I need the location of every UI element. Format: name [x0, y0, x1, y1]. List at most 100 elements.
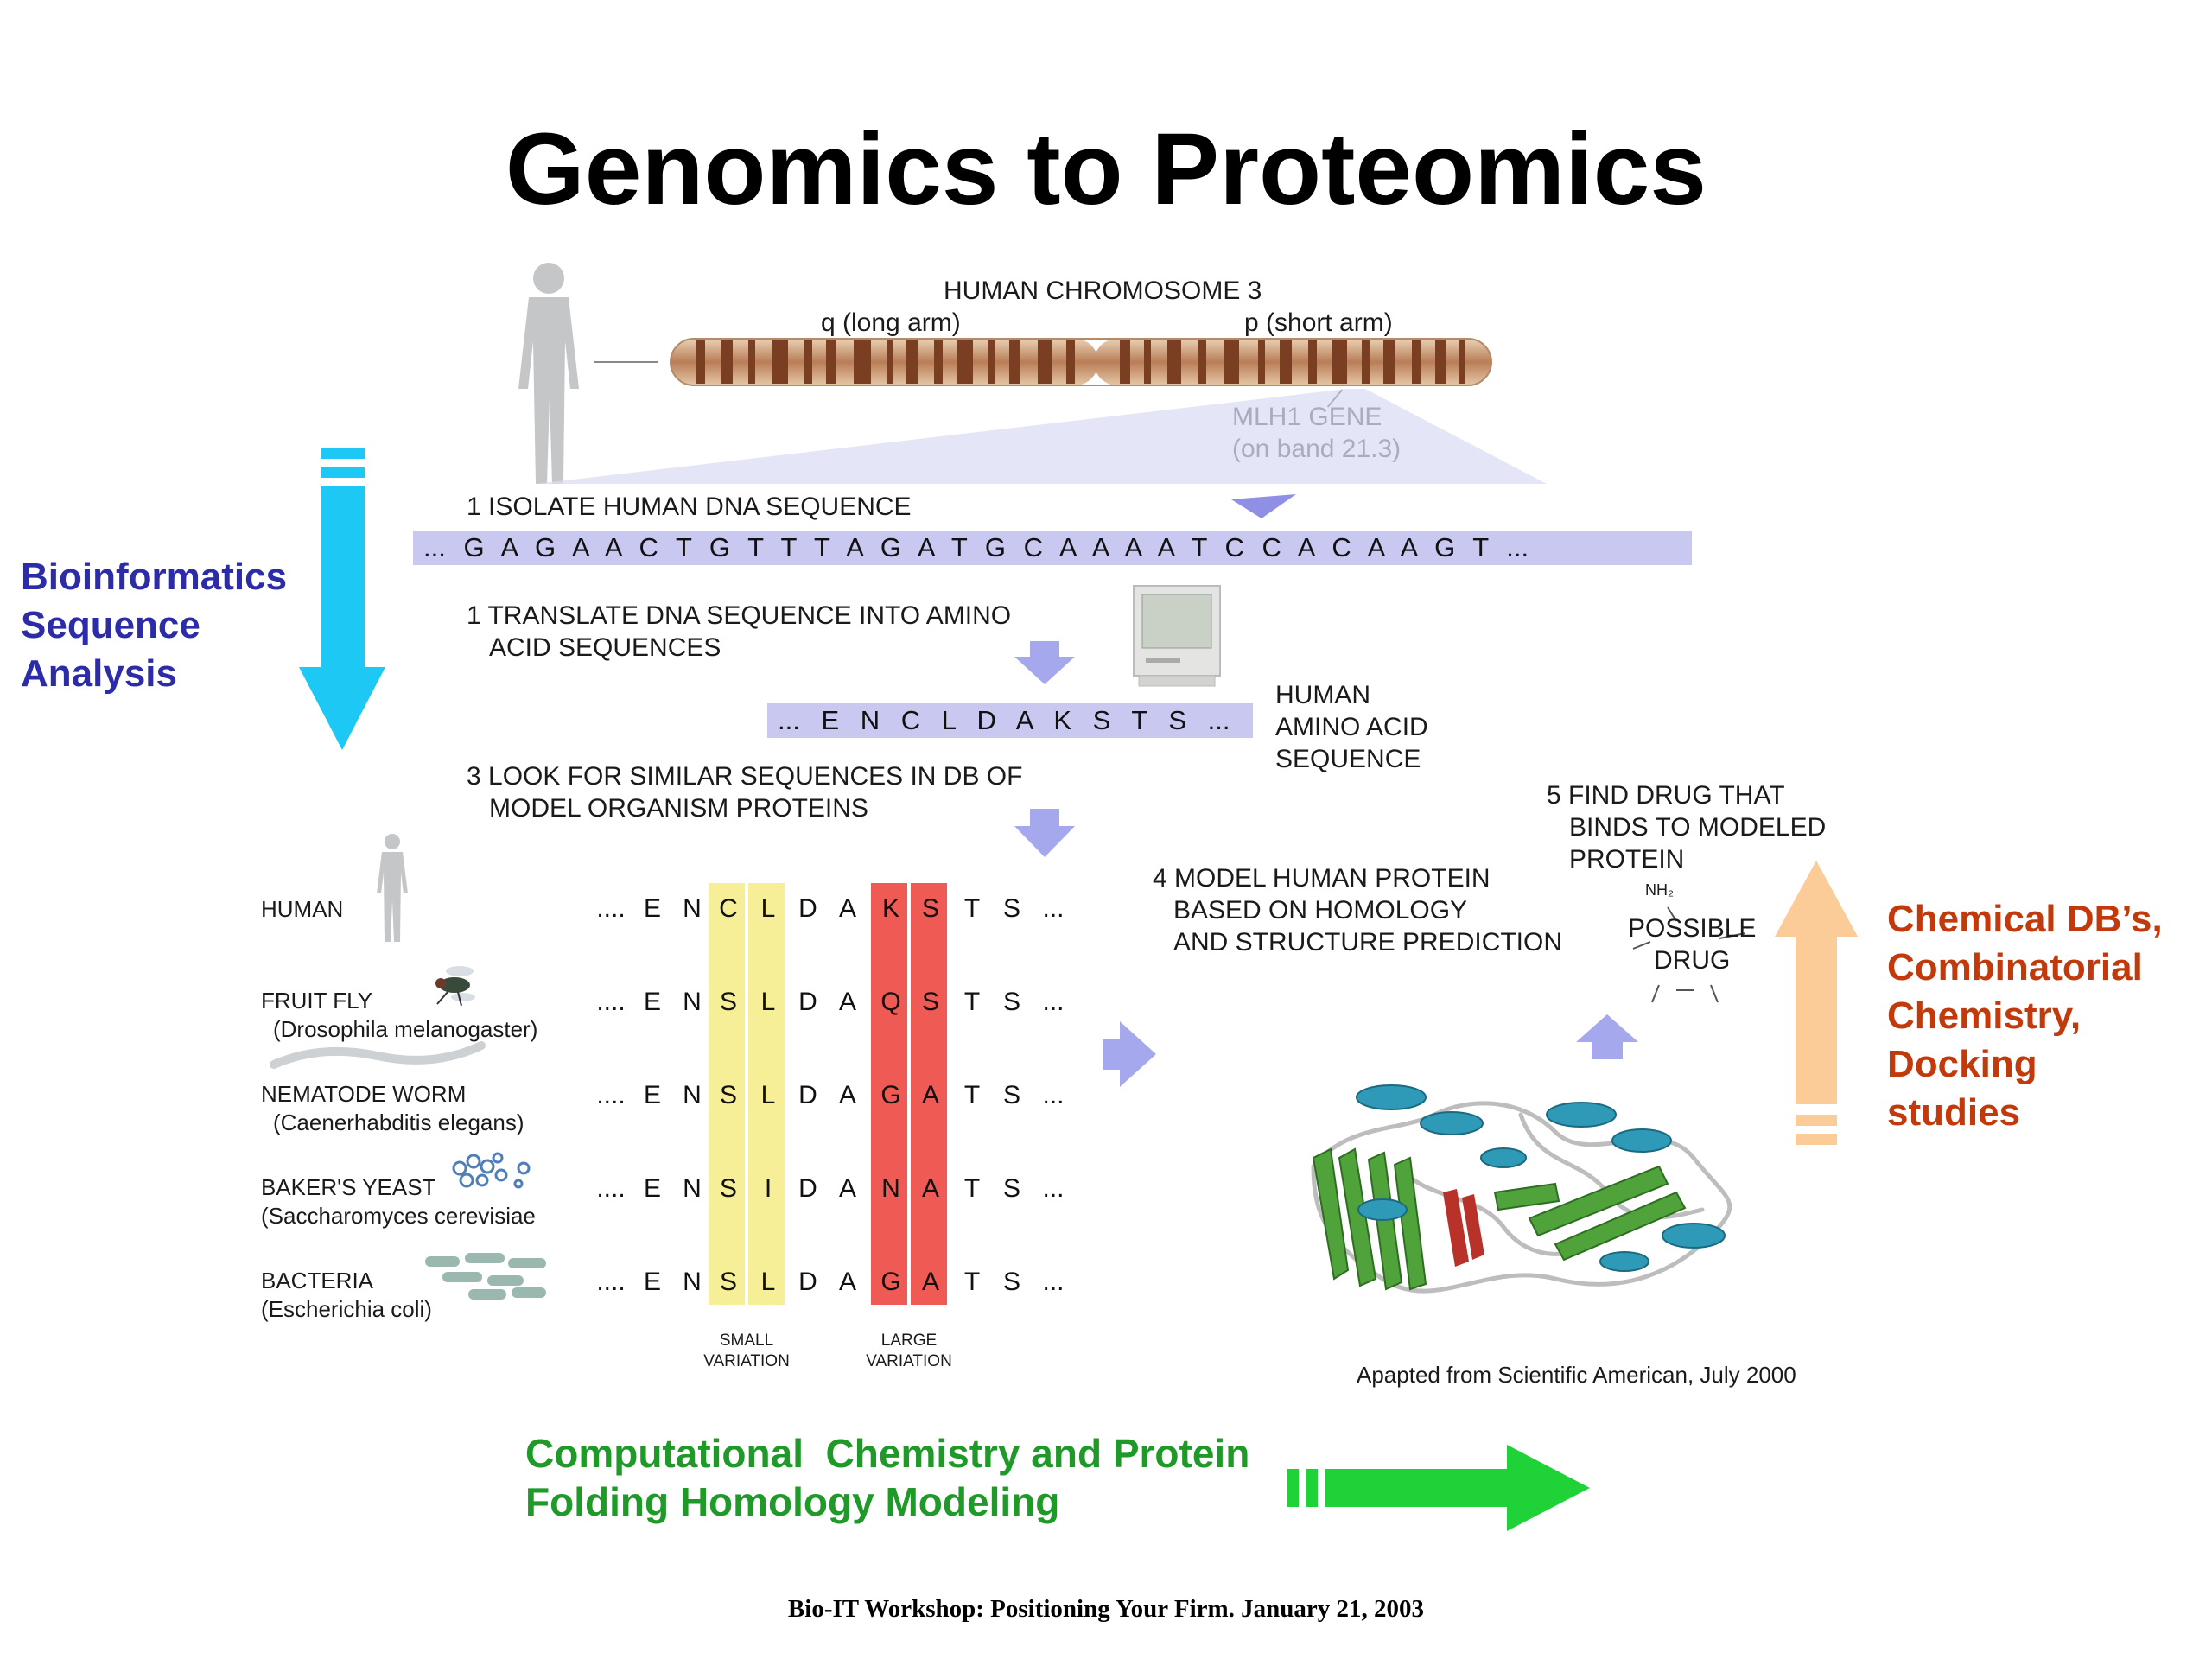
organism-latin-nematode: (Caenerhabditis elegans): [273, 1109, 524, 1135]
chemical-label-line4: Docking: [1887, 1043, 2037, 1085]
sequence-residue: L: [760, 1081, 776, 1109]
mlh1-gene-label: MLH1 GENE: [1232, 403, 1382, 431]
organism-latin-yeast: (Saccharomyces cerevisiae: [261, 1203, 536, 1229]
sequence-residue: G: [880, 1268, 901, 1296]
step3-label-line2: MODEL ORGANISM PROTEINS: [489, 794, 868, 823]
sequence-residue: G: [880, 1081, 901, 1109]
amino-label-line3: SEQUENCE: [1275, 745, 1421, 773]
sequence-residue: N: [683, 1268, 702, 1296]
sequence-residue: A: [921, 1268, 939, 1296]
step2-label-line1: 1 TRANSLATE DNA SEQUENCE INTO AMINO: [467, 601, 1012, 630]
sequence-residue: I: [764, 1174, 772, 1203]
sequence-residue: T: [963, 988, 981, 1016]
chemical-label-line1: Chemical DB’s,: [1887, 898, 2163, 940]
sequence-residue: A: [838, 988, 856, 1016]
small-variation-column-2: [748, 883, 785, 1305]
sequence-residue: E: [643, 894, 661, 923]
sequence-residue: ...: [1042, 1268, 1065, 1296]
step5-label-line3: PROTEIN: [1569, 845, 1685, 874]
large-variation-label-line1: LARGE: [880, 1332, 938, 1350]
chemical-label-line2: Combinatorial: [1887, 946, 2143, 988]
sequence-residue: D: [798, 1174, 817, 1203]
mlh1-band-label: (on band 21.3): [1232, 435, 1402, 463]
sequence-residue: T: [963, 1081, 981, 1109]
sequence-residue: T: [963, 1174, 981, 1203]
chromosome-title: HUMAN CHROMOSOME 3: [944, 276, 1262, 305]
sequence-residue: ....: [596, 988, 626, 1016]
organism-latin-fruit-fly: (Drosophila melanogaster): [273, 1016, 538, 1042]
amino-sequence: ... E N C L D A K S T S ...: [778, 705, 1230, 735]
step1-label: 1 ISOLATE HUMAN DNA SEQUENCE: [467, 493, 912, 521]
step4-label-line1: 4 MODEL HUMAN PROTEIN: [1153, 864, 1491, 893]
sequence-residue: ...: [1042, 894, 1065, 923]
sequence-residue: E: [643, 1081, 661, 1109]
sequence-residue: N: [683, 1174, 702, 1203]
organism-name-human: HUMAN: [261, 896, 344, 922]
sequence-residue: D: [798, 894, 817, 923]
organism-name-yeast: BAKER'S YEAST: [261, 1174, 436, 1200]
drug-molecule-icon: [1632, 906, 1746, 1003]
sequence-residue: A: [838, 1081, 856, 1109]
organism-name-fruit-fly: FRUIT FLY: [261, 988, 373, 1014]
sequence-residue: ...: [1042, 1081, 1065, 1109]
amino-label-line1: HUMAN: [1275, 681, 1370, 709]
sequence-residue: S: [719, 1268, 737, 1296]
sequence-residue: L: [760, 894, 776, 923]
footer-text: Bio-IT Workshop: Positioning Your Firm. …: [787, 1595, 1425, 1623]
sequence-residue: S: [1002, 1268, 1020, 1296]
sequence-residue: Q: [880, 988, 901, 1016]
large-variation-column-2: [911, 883, 947, 1305]
sequence-residue: N: [683, 894, 702, 923]
bioinformatics-label-line2: Sequence: [21, 604, 200, 646]
fruit-fly-icon: [435, 966, 475, 1007]
source-credit: Apapted from Scientific American, July 2…: [1357, 1362, 1796, 1388]
sequence-residue: S: [1002, 894, 1020, 923]
sequence-residue: ....: [596, 1268, 626, 1296]
sequence-residue: E: [643, 988, 661, 1016]
drug-label-line1: POSSIBLE: [1628, 914, 1757, 943]
amino-sequence-bar: ... E N C L D A K S T S ...: [767, 703, 1253, 738]
yeast-cells-icon: [452, 1152, 531, 1189]
sequence-residue: L: [760, 1268, 776, 1296]
sequence-residue: D: [798, 1081, 817, 1109]
drug-label-line2: DRUG: [1654, 946, 1731, 975]
computational-right-arrow-icon: [1287, 1445, 1590, 1531]
sequence-residue: S: [719, 1081, 737, 1109]
sequence-residue: D: [798, 1268, 817, 1296]
bacteria-icon: [425, 1253, 546, 1300]
computational-label-line1: Computational Chemistry and Protein: [525, 1431, 1250, 1476]
bioinformatics-label-line3: Analysis: [21, 652, 177, 695]
chemical-label-line5: studies: [1887, 1091, 2021, 1134]
bioinformatics-down-arrow-icon: [299, 448, 385, 750]
computer-icon: [1133, 585, 1221, 687]
chromosome-p-arm-label: p (short arm): [1244, 308, 1393, 337]
sequence-residue: N: [881, 1174, 900, 1203]
sequence-residue: S: [1002, 1174, 1020, 1203]
step5-label-line2: BINDS TO MODELED: [1569, 813, 1827, 842]
sequence-residue: D: [798, 988, 817, 1016]
human-figure-icon: [518, 263, 579, 484]
sequence-residue: A: [921, 1174, 939, 1203]
small-variation-label-line1: SMALL: [719, 1332, 774, 1350]
sequence-residue: A: [838, 1174, 856, 1203]
dna-sequence-bar: ... G A G A A C T G T T T A G A T G C A …: [413, 531, 1692, 565]
organism-name-nematode: NEMATODE WORM: [261, 1081, 467, 1107]
sequence-residue: N: [683, 1081, 702, 1109]
sequence-residue: K: [881, 894, 899, 923]
small-variation-label-line2: VARIATION: [703, 1352, 790, 1370]
dna-sequence: ... G A G A A C T G T T T A G A T G C A …: [423, 532, 1529, 563]
chromosome-q-arm-label: q (long arm): [821, 308, 961, 337]
drug-nh2-label: NH₂: [1645, 881, 1674, 899]
large-variation-label-line2: VARIATION: [866, 1352, 952, 1370]
up-arrow-to-drug-icon: [1576, 1014, 1638, 1059]
sequence-residue: S: [719, 1174, 737, 1203]
amino-label-line2: AMINO ACID: [1275, 713, 1428, 741]
computational-label-line2: Folding Homology Modeling: [525, 1479, 1060, 1524]
sequence-residue: T: [963, 1268, 981, 1296]
down-arrow-step2-icon: [1014, 641, 1075, 684]
sequence-residue: A: [838, 894, 856, 923]
sequence-residue: A: [838, 1268, 856, 1296]
sequence-residue: ...: [1042, 988, 1065, 1016]
sequence-residue: S: [921, 988, 939, 1016]
